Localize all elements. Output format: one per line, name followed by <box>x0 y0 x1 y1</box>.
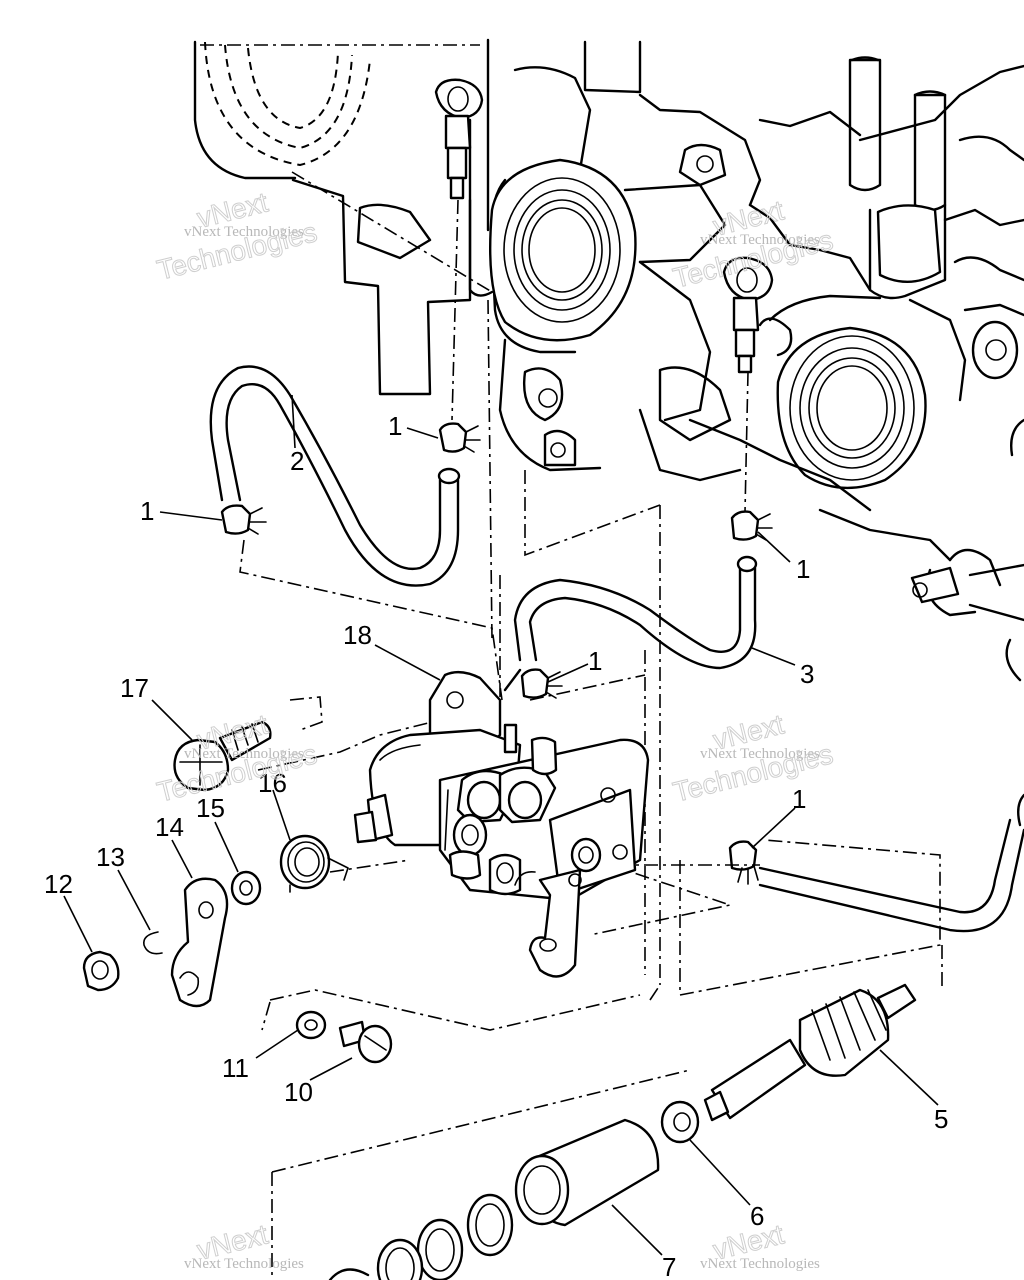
watermark-line: vNext Technologies <box>700 232 820 248</box>
hose-clamp <box>520 668 563 699</box>
oil-pump-assembly <box>353 670 650 978</box>
callout-label: 1 <box>588 646 602 676</box>
callout-label: 1 <box>792 784 806 814</box>
callout-label: 10 <box>284 1077 313 1107</box>
o-ring-seal <box>416 1218 464 1280</box>
watermark-line: vNext Technologies <box>184 224 304 240</box>
pump-drive-gear <box>703 983 917 1122</box>
callout-numbers: 1 2 1 1 1 3 18 1 17 16 15 14 13 12 11 10… <box>44 411 948 1280</box>
pump-control-lever <box>170 877 229 1008</box>
o-ring-seal <box>466 1193 514 1257</box>
upper-left-banjo-fitting <box>434 78 484 200</box>
callout-label: 1 <box>796 554 810 584</box>
callout-label: 5 <box>934 1104 948 1134</box>
washer-11 <box>295 1010 327 1040</box>
watermark-bottom-right: vNext Technologies vNext <box>700 1218 820 1272</box>
callout-label: 6 <box>750 1201 764 1231</box>
watermark-line: vNext Technologies <box>700 1256 820 1272</box>
callout-label: 3 <box>800 659 814 689</box>
screw-10 <box>338 1020 393 1064</box>
oil-hose-2 <box>209 365 461 587</box>
drive-shaft-collar <box>514 1118 660 1227</box>
watermark-mid-right: vNext Technologies vNext Technologies <box>669 708 836 808</box>
oil-hose-3 <box>513 555 758 670</box>
hose-clamp <box>220 504 267 535</box>
watermark-line: vNext Technologies <box>184 746 304 762</box>
return-spring <box>279 834 349 893</box>
callout-label: 15 <box>196 793 225 823</box>
callout-label: 11 <box>222 1053 249 1083</box>
hose-clamp <box>438 422 481 453</box>
callout-label: 14 <box>155 812 184 842</box>
watermark-top-left: vNext Technologies vNext Technologies <box>153 186 320 286</box>
retaining-clip <box>142 931 163 955</box>
callout-label: 12 <box>44 869 73 899</box>
lock-nut <box>82 950 120 992</box>
o-ring-seal <box>376 1238 424 1280</box>
callout-label: 1 <box>388 411 402 441</box>
hose-clamp <box>728 840 759 885</box>
watermark-line: vNext Technologies <box>700 746 820 762</box>
watermark-line: vNext Technologies <box>184 1256 304 1272</box>
callout-label: 7 <box>662 1252 676 1280</box>
callout-label: 2 <box>290 446 304 476</box>
oil-delivery-hose <box>758 818 1024 933</box>
flange-bolt <box>173 720 272 792</box>
upper-right-banjo-fitting <box>722 256 774 374</box>
callout-label: 18 <box>343 620 372 650</box>
thrust-washer <box>660 1100 700 1144</box>
callout-label: 1 <box>140 496 154 526</box>
callout-label: 17 <box>120 673 149 703</box>
callout-leader-lines <box>63 394 939 1256</box>
hose-clamp <box>730 510 773 541</box>
o-ring-seal <box>328 1268 370 1280</box>
assembly-guide-lines <box>239 199 943 1280</box>
callout-label: 13 <box>96 842 125 872</box>
watermark-bottom-left: vNext Technologies vNext <box>184 1218 304 1272</box>
washer-15 <box>230 870 262 906</box>
callout-label: 16 <box>258 768 287 798</box>
engine-block-outline <box>193 38 1024 827</box>
